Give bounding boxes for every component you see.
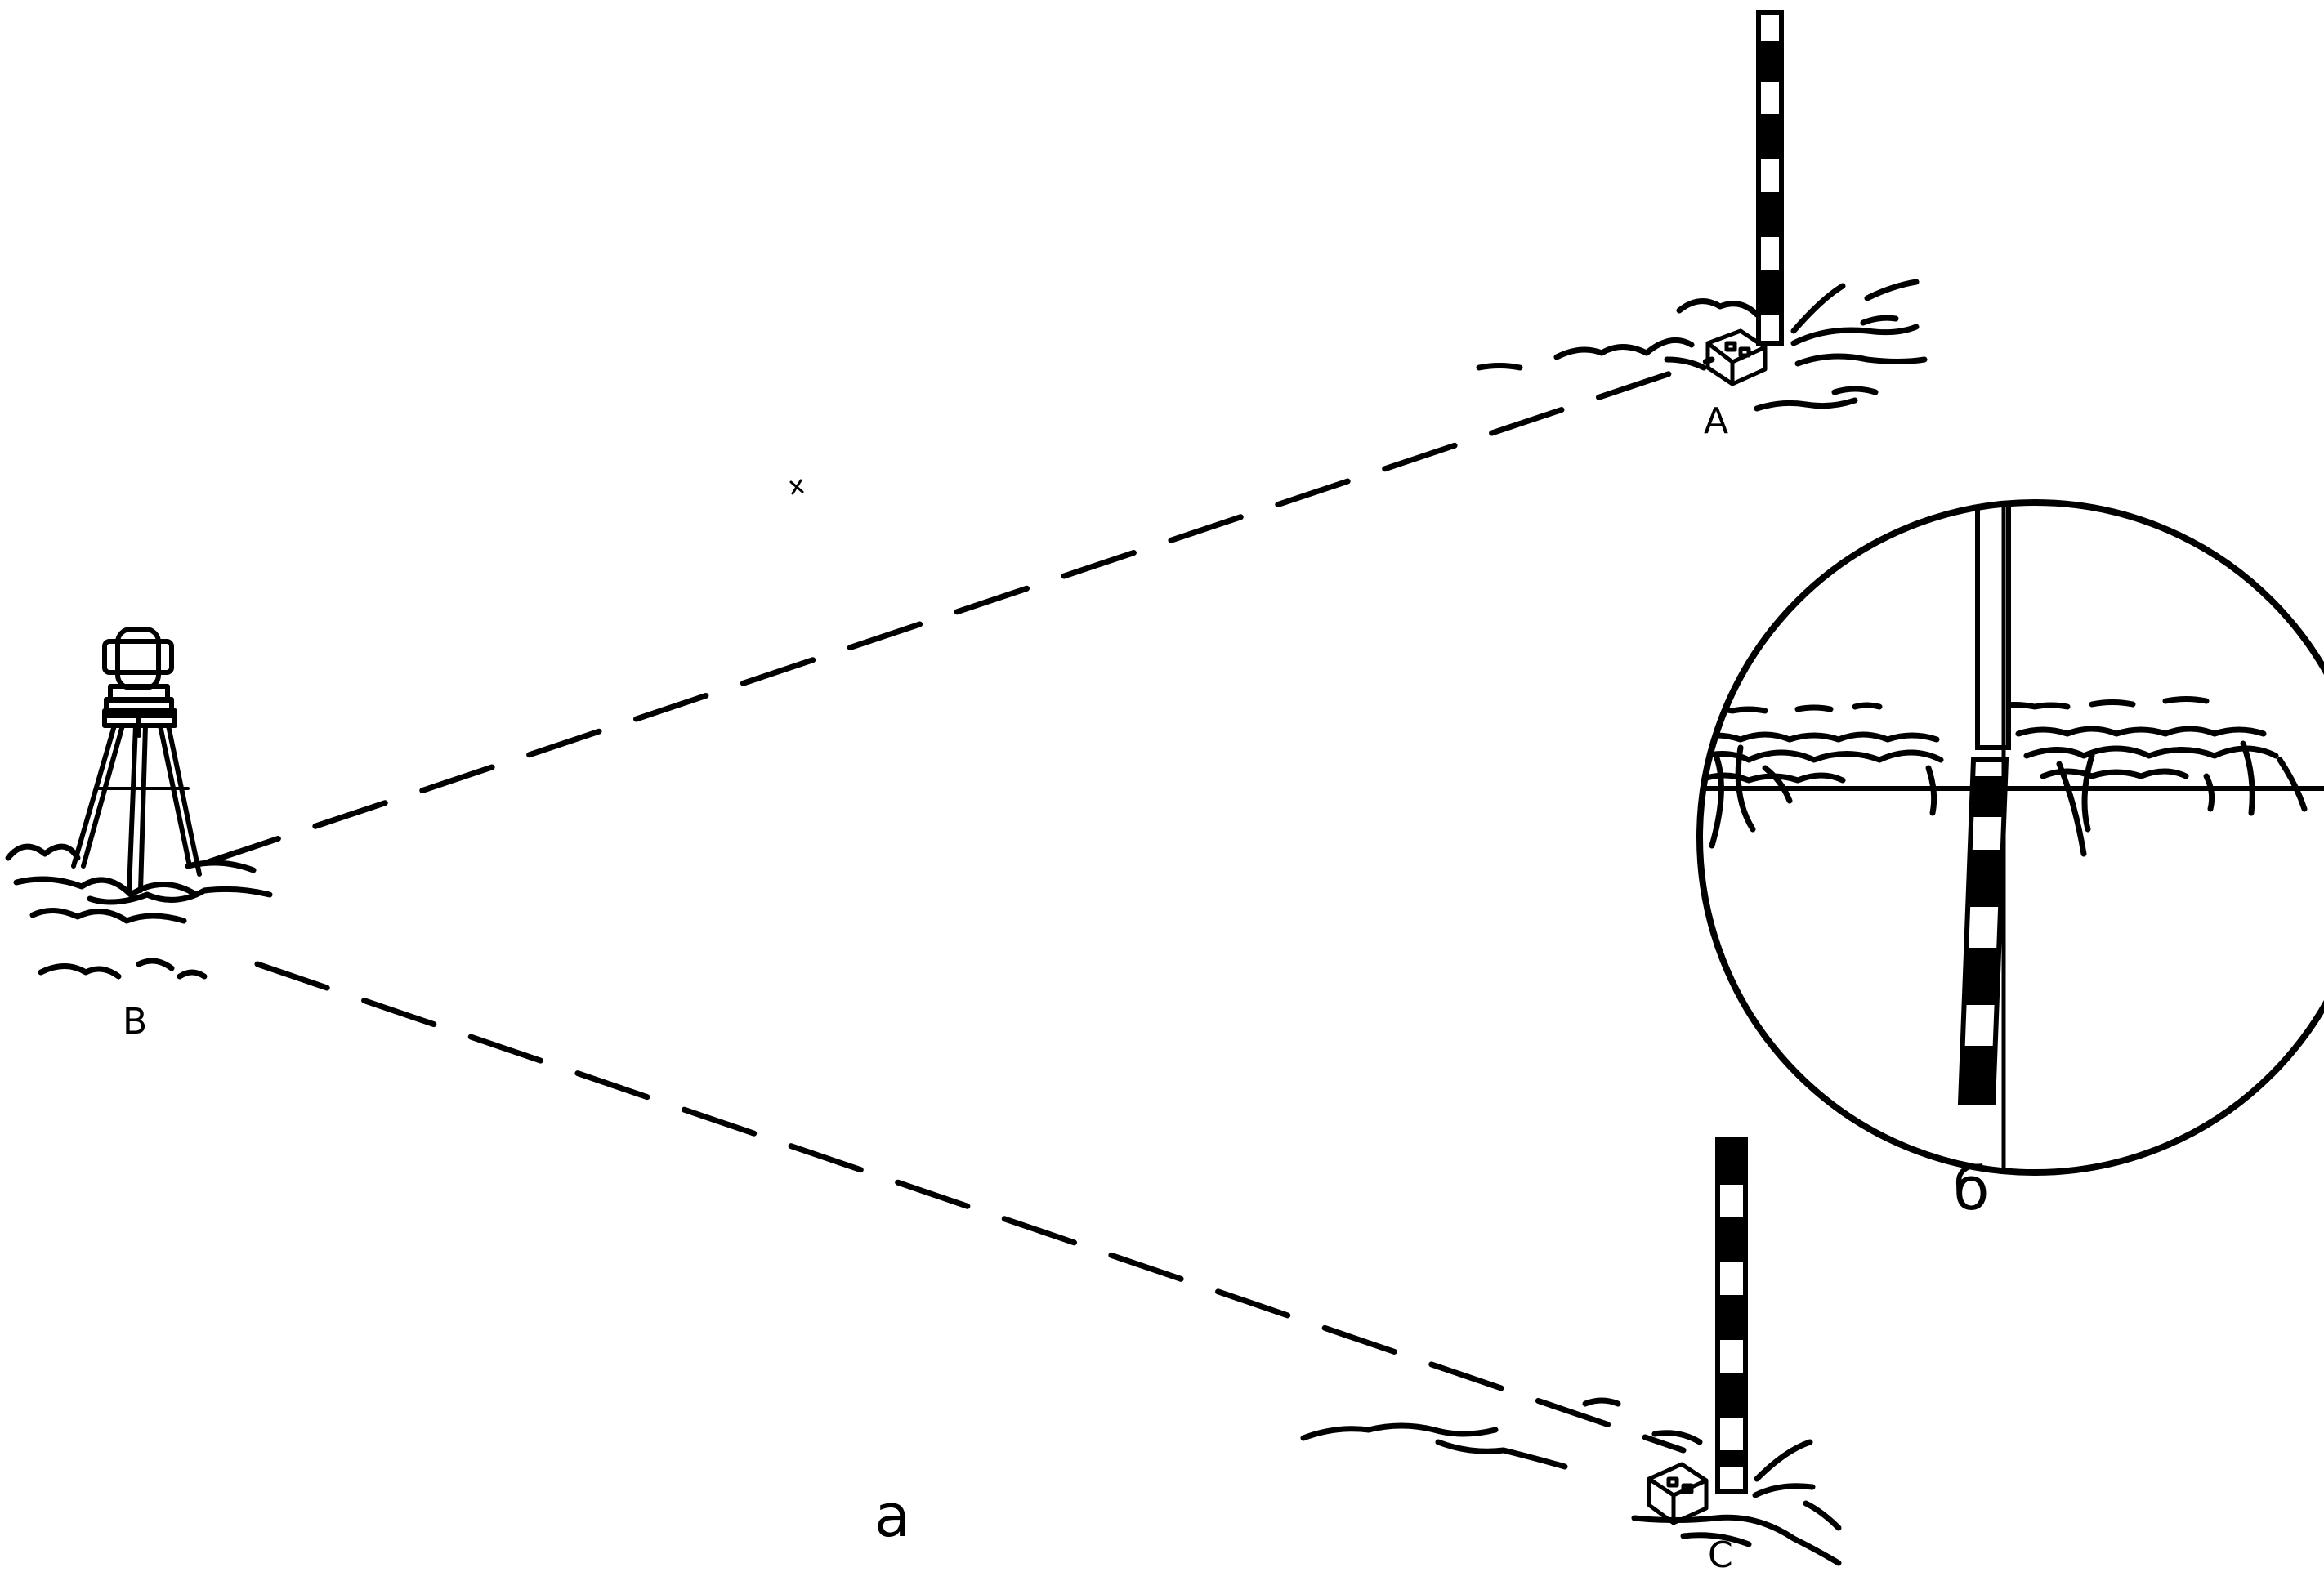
label-point-a: A bbox=[1704, 400, 1728, 442]
label-point-c: C bbox=[1708, 1534, 1733, 1572]
label-part-a: a bbox=[874, 1481, 910, 1550]
survey-peg-icon bbox=[1705, 328, 1768, 386]
sight-lines bbox=[205, 356, 1715, 1454]
scope-ranging-pole bbox=[1957, 757, 2009, 1105]
ranging-pole-a bbox=[1476, 10, 1928, 412]
label-point-b: B bbox=[123, 1001, 147, 1043]
ground-grass-c bbox=[1300, 1397, 1842, 1566]
theodolite-on-tripod-icon bbox=[71, 627, 202, 893]
ranging-pole-icon bbox=[1756, 10, 1784, 346]
sight-line-b-to-c bbox=[254, 961, 1687, 1454]
stray-mark bbox=[789, 479, 804, 495]
ranging-pole-c bbox=[1300, 1137, 1842, 1566]
ground-grass-b bbox=[5, 843, 273, 980]
scope-ground-grass bbox=[1700, 696, 2308, 857]
sight-line-b-to-a bbox=[205, 356, 1715, 865]
scope-field-of-view bbox=[1696, 499, 2324, 1176]
telescope-view bbox=[1696, 499, 2324, 1176]
ground-grass-a bbox=[1476, 279, 1928, 412]
label-part-b: б bbox=[1953, 1154, 1989, 1223]
ranging-pole-icon bbox=[1715, 1137, 1748, 1494]
survey-peg-icon bbox=[1647, 1462, 1709, 1525]
